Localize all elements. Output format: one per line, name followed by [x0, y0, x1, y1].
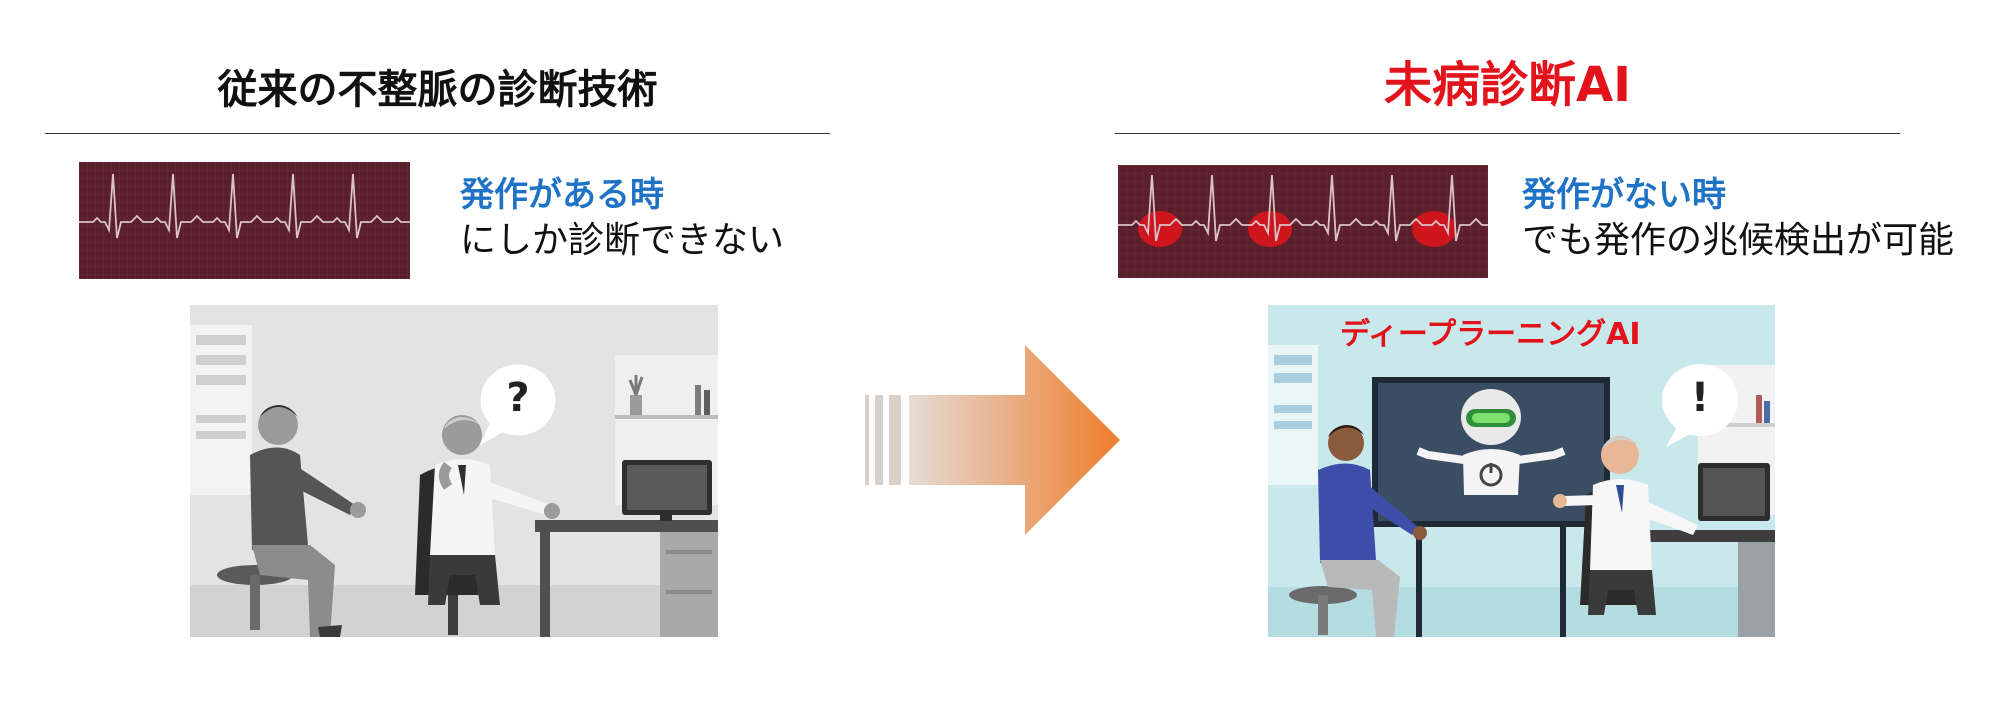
right-caption-strong: 発作がない時 [1522, 175, 1726, 215]
ecg-highlight [1412, 211, 1456, 247]
left-ecg-strip [79, 162, 410, 279]
left-title: 従来の不整脈の診断技術 [217, 67, 658, 113]
robot-icon [1416, 389, 1566, 495]
left-caption: 発作がある時 にしか診断できない [460, 172, 784, 264]
arrow-right-icon [865, 345, 1120, 535]
ecg-highlight [1248, 211, 1292, 247]
right-caption: 発作がない時 でも発作の兆候検出が可能 [1522, 172, 1954, 264]
right-ecg-strip [1118, 165, 1488, 278]
right-caption-rest: でも発作の兆候検出が可能 [1522, 220, 1955, 261]
left-illustration: ? [190, 305, 718, 637]
left-divider [45, 133, 830, 134]
left-caption-strong: 発作がある時 [460, 175, 664, 215]
ecg-highlight [1138, 211, 1182, 247]
exclamation-bubble-icon: ! [1690, 375, 1710, 421]
right-divider [1115, 133, 1900, 134]
deep-learning-label: ディープラーニングAI [1340, 317, 1641, 352]
right-illustration: ディープラーニングAI ! [1268, 305, 1775, 637]
question-bubble-icon: ? [506, 375, 530, 421]
left-caption-rest: にしか診断できない [460, 220, 785, 261]
right-title: 未病診断AI [1383, 57, 1631, 113]
